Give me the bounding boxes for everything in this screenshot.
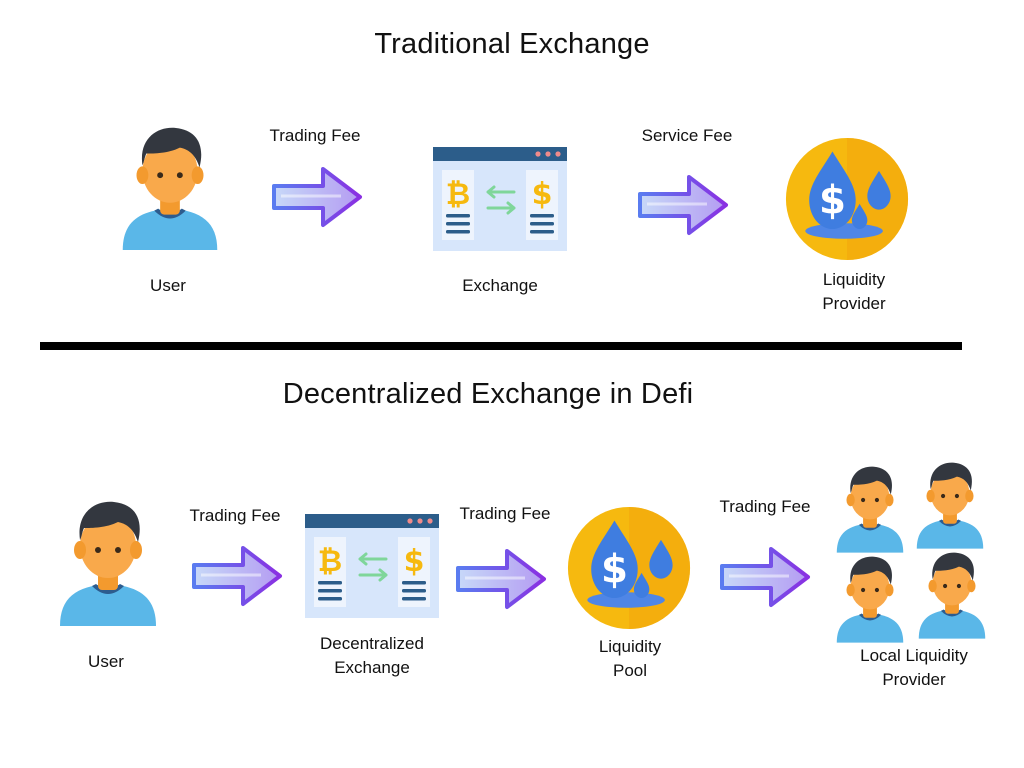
user-icon xyxy=(916,550,988,640)
liquidity-pool-line1: Liquidity xyxy=(598,637,662,656)
arrow-right-icon xyxy=(270,166,364,228)
traditional-title: Traditional Exchange xyxy=(374,28,650,60)
decentralized-exchange-icon xyxy=(304,513,440,619)
local-liquidity-provider-label: Local Liquidity Provider xyxy=(834,644,994,692)
user-icon xyxy=(118,124,222,252)
user-icon xyxy=(834,554,906,644)
defi-trading-fee-label-1: Trading Fee xyxy=(189,506,281,525)
trading-fee-label: Trading Fee xyxy=(269,126,361,145)
arrow-right-icon xyxy=(718,546,812,608)
exchange-icon xyxy=(432,146,568,252)
liquidity-provider-icon xyxy=(784,136,910,262)
liquidity-provider-line1: Liquidity xyxy=(822,270,886,289)
decentralized-exchange-label: Decentralized Exchange xyxy=(300,632,444,680)
user-label: User xyxy=(150,276,186,295)
dex-label-line2: Exchange xyxy=(334,658,410,677)
local-provider-line1: Local Liquidity xyxy=(860,646,968,665)
liquidity-pool-label: Liquidity Pool xyxy=(560,635,700,683)
arrow-right-icon xyxy=(636,174,730,236)
user-icon xyxy=(56,498,160,628)
defi-trading-fee-label-3: Trading Fee xyxy=(719,497,811,516)
local-provider-line2: Provider xyxy=(882,670,946,689)
arrow-right-icon xyxy=(190,545,284,607)
dex-label-line1: Decentralized xyxy=(320,634,424,653)
section-divider xyxy=(40,342,962,350)
liquidity-provider-line2: Provider xyxy=(822,294,886,313)
user-icon xyxy=(914,460,986,550)
defi-trading-fee-label-2: Trading Fee xyxy=(459,504,551,523)
liquidity-provider-label: Liquidity Provider xyxy=(784,268,924,316)
arrow-right-icon xyxy=(454,548,548,610)
service-fee-label: Service Fee xyxy=(641,126,733,145)
liquidity-pool-icon xyxy=(566,505,692,631)
exchange-label: Exchange xyxy=(462,276,538,295)
defi-user-label: User xyxy=(88,652,124,671)
user-icon xyxy=(834,464,906,554)
local-providers-group xyxy=(832,460,992,646)
defi-title: Decentralized Exchange in Defi xyxy=(282,378,694,410)
liquidity-pool-line2: Pool xyxy=(612,661,648,680)
